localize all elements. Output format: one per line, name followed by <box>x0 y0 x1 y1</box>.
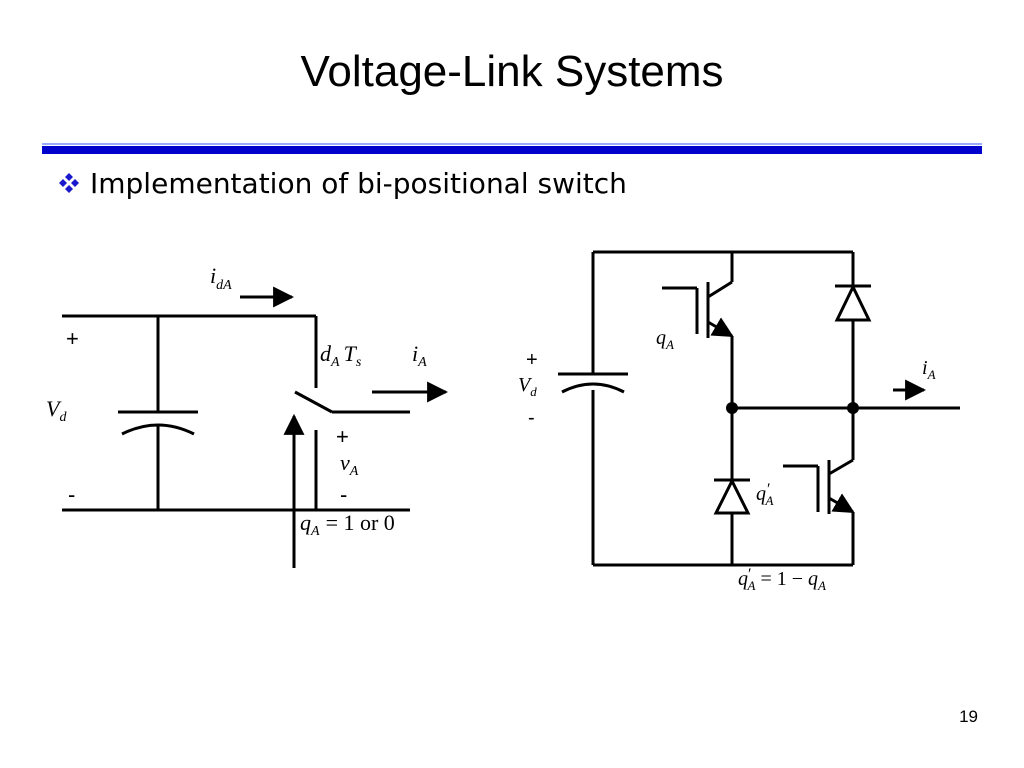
left-cap-plate-curved <box>121 423 195 436</box>
qa-switch-label: qA= 1 or 0 <box>300 510 395 539</box>
upper-igbt-emitter <box>707 317 734 338</box>
right-plus-label: + <box>526 349 538 371</box>
upper-igbt-qa-label: qA <box>656 327 674 352</box>
lower-diode-triangle <box>713 477 751 515</box>
title-rule-light <box>42 143 982 145</box>
left-switch-blade <box>294 390 333 414</box>
va-plus-label: + <box>336 424 349 449</box>
right-minus-label: - <box>528 407 535 429</box>
title-rule-dark <box>42 146 982 154</box>
va-label: vA <box>340 450 359 479</box>
midpoint-node-left <box>726 402 738 414</box>
va-minus-label: - <box>340 482 347 507</box>
lower-igbt-collector <box>828 458 854 476</box>
left-vd-label: Vd <box>46 396 67 425</box>
four-diamond-bullet-icon <box>59 173 79 193</box>
bullet-text: Implementation of bi-positional switch <box>90 166 627 200</box>
left-circuit <box>62 286 449 568</box>
right-cap-plate-curved <box>561 382 625 394</box>
upper-diode-triangle <box>834 283 872 322</box>
right-circuit <box>558 250 960 567</box>
bullet-item: Implementation of bi-positional switch <box>58 163 627 203</box>
ia-right-label: iA <box>922 357 936 382</box>
right-circuit-labels: + Vd - qA q′A iA q′A = 1 − qA <box>518 327 936 593</box>
right-vd-label: Vd <box>518 374 537 399</box>
complement-equation: q′A = 1 − qA <box>738 566 826 593</box>
slide-title: Voltage-Link Systems <box>300 47 724 96</box>
left-plus-label: + <box>66 326 79 351</box>
lower-igbt-qa-prime-label: q′A <box>756 481 774 508</box>
ia-left-label: iA <box>412 341 427 370</box>
lower-igbt-emitter <box>828 493 855 514</box>
left-minus-label: - <box>68 482 75 507</box>
midpoint-node-right <box>847 402 859 414</box>
ida-label: idA <box>210 263 232 293</box>
page-number: 19 <box>959 707 978 726</box>
upper-igbt-collector <box>707 280 733 299</box>
